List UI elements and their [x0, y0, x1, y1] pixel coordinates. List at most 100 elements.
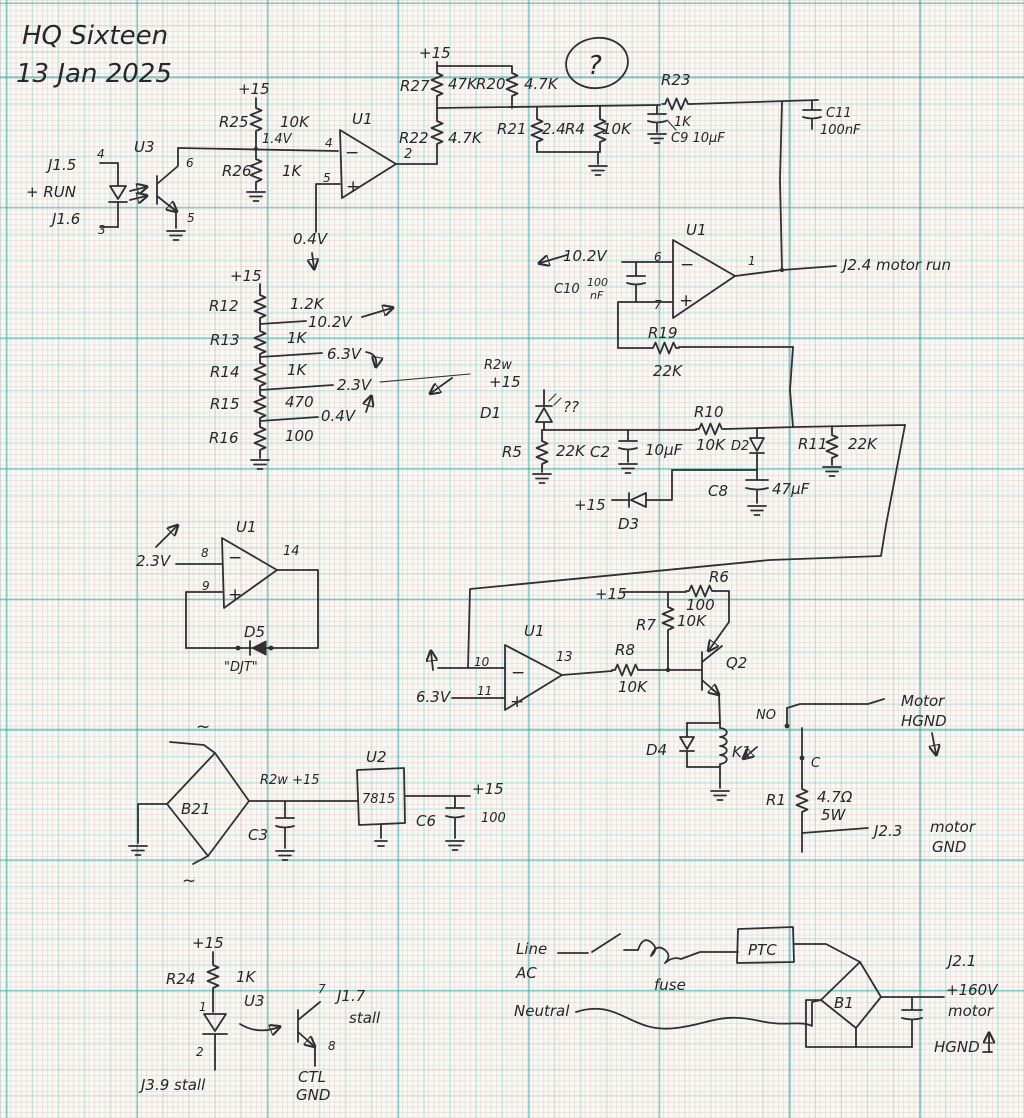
diode-d1-icon [535, 389, 562, 431]
pin-label: 1 [199, 1000, 207, 1014]
label-ptc: PTC [748, 941, 777, 959]
relay-contact-no [784, 698, 885, 729]
label-j2-3-gnd: GND [932, 838, 966, 856]
label-p15: +15 [489, 373, 521, 391]
arrow-opto-icon [239, 1023, 279, 1030]
ground-icon [128, 845, 148, 856]
label-r4-value: 10K [602, 120, 632, 138]
junction-dot [665, 667, 671, 673]
pin-label: 4 [325, 136, 333, 150]
label-ctl: CTL [298, 1068, 326, 1086]
label-p15: +15 [238, 80, 270, 98]
wire [805, 999, 913, 1048]
label-r27-value: 47K [448, 75, 478, 93]
pin-label: 14 [283, 544, 300, 559]
optocoupler-transistor-icon [156, 147, 186, 241]
label-c3: C3 [248, 826, 268, 844]
opamp-plus: + [228, 585, 242, 605]
wire [259, 320, 307, 329]
wire-feedback-loop [467, 424, 906, 669]
block-run-input: J1.5 4 + RUN J1.6 3 U3 6 5 [26, 138, 339, 241]
wire [315, 183, 341, 233]
pin-label: 6 [186, 156, 194, 170]
wire [617, 301, 674, 349]
label-no: NO [756, 708, 776, 723]
label-r4: R4 [565, 120, 585, 138]
wire [536, 151, 601, 165]
label-r15: R15 [210, 395, 240, 413]
label-p15: +15 [595, 585, 627, 603]
label-r24-value: 1K [236, 968, 257, 986]
arrow-down-icon [932, 732, 936, 754]
resistor-r4 [593, 105, 607, 153]
label-p15: +15 [192, 934, 224, 952]
resistor-r1 [795, 757, 809, 853]
ac-symbol: ~ [182, 871, 196, 891]
label-motor: motor [948, 1002, 994, 1020]
resistor-r22 [430, 107, 444, 165]
title-block: HQ Sixteen 13 Jan 2025 [16, 21, 172, 89]
wire [724, 424, 906, 430]
pin-label: 2 [404, 147, 412, 162]
label-d4: D4 [646, 741, 667, 759]
label-p15: +15 [230, 267, 262, 285]
pin-label: 11 [477, 684, 492, 698]
label-neutral: Neutral [514, 1002, 570, 1020]
label-d5: D5 [244, 623, 265, 641]
pin-label: 4 [97, 147, 105, 161]
label-j1-5: J1.5 [45, 156, 76, 174]
ground-icon [710, 790, 730, 801]
ground-icon [588, 165, 608, 176]
wire [374, 824, 388, 847]
label-6v3: 6.3V [416, 688, 452, 706]
arrow-downleft-icon [431, 377, 453, 393]
optocoupler-led-icon [202, 1013, 228, 1071]
arrow-to-collector-icon [709, 621, 730, 650]
question-mark: ? [588, 51, 602, 81]
diode-d4-icon [679, 722, 695, 768]
label-r1: R1 [766, 791, 786, 809]
block-bias: +15 R25 10K 1.4V R26 1K [219, 80, 310, 202]
pin-label: 7 [654, 298, 662, 312]
wire [185, 591, 223, 649]
block-comparator1: U1 − + 4 5 2 0.4V [293, 110, 438, 268]
label-j3-9: J3.9 stall [138, 1076, 206, 1094]
capacitor-c2 [618, 429, 638, 474]
arrow-left-icon [540, 254, 568, 263]
label-r11-value: 22K [848, 435, 878, 453]
ground-icon [250, 459, 270, 470]
label-d2: D2 [731, 439, 749, 454]
block-stall: +15 R24 1K 1 2 U3 7 8 J1.7 stall J3.9 st… [138, 934, 381, 1104]
arrow-hook-icon [365, 351, 376, 366]
label-j2-3: J2.3 [871, 822, 902, 840]
label-c2: C2 [590, 443, 610, 461]
label-hgnd: HGND [934, 1038, 980, 1056]
regulator-u2-box [356, 767, 406, 826]
capacitor-c9 [647, 105, 677, 144]
resistor-r14 [253, 359, 267, 390]
arrow-k1-icon [744, 746, 758, 758]
block-divider-top: +15 R27 47K R20 4.7K R22 4.7K R21 2.4 R4… [399, 36, 661, 176]
wire [259, 352, 323, 361]
transistor-q2-icon [701, 645, 723, 724]
label-r16-value: 100 [285, 427, 314, 445]
label-r7-value: 10K [677, 612, 707, 630]
label-r21-value: 2.4 [542, 120, 566, 138]
resistor-r19 [617, 341, 794, 355]
label-stall: stall [349, 1009, 381, 1027]
label-r11: R11 [798, 435, 828, 453]
label-r25: R25 [219, 113, 249, 131]
pin-label: 5 [323, 171, 331, 185]
label-u2: U2 [366, 748, 387, 766]
junction-dot [253, 146, 259, 152]
label-line: Line [516, 940, 547, 958]
wire [561, 670, 613, 676]
label-run: + RUN [26, 183, 76, 201]
opamp-triangle-icon [221, 537, 278, 609]
block-comparator3: 2.3V 8 9 U1 − + 14 D5 "DJT" [136, 518, 319, 675]
opamp-triangle-icon [339, 129, 397, 199]
label-2v3: 2.3V [136, 552, 172, 570]
label-c8: C8 [708, 482, 728, 500]
label-r19: R19 [648, 324, 678, 342]
resistor-r26 [246, 148, 266, 202]
